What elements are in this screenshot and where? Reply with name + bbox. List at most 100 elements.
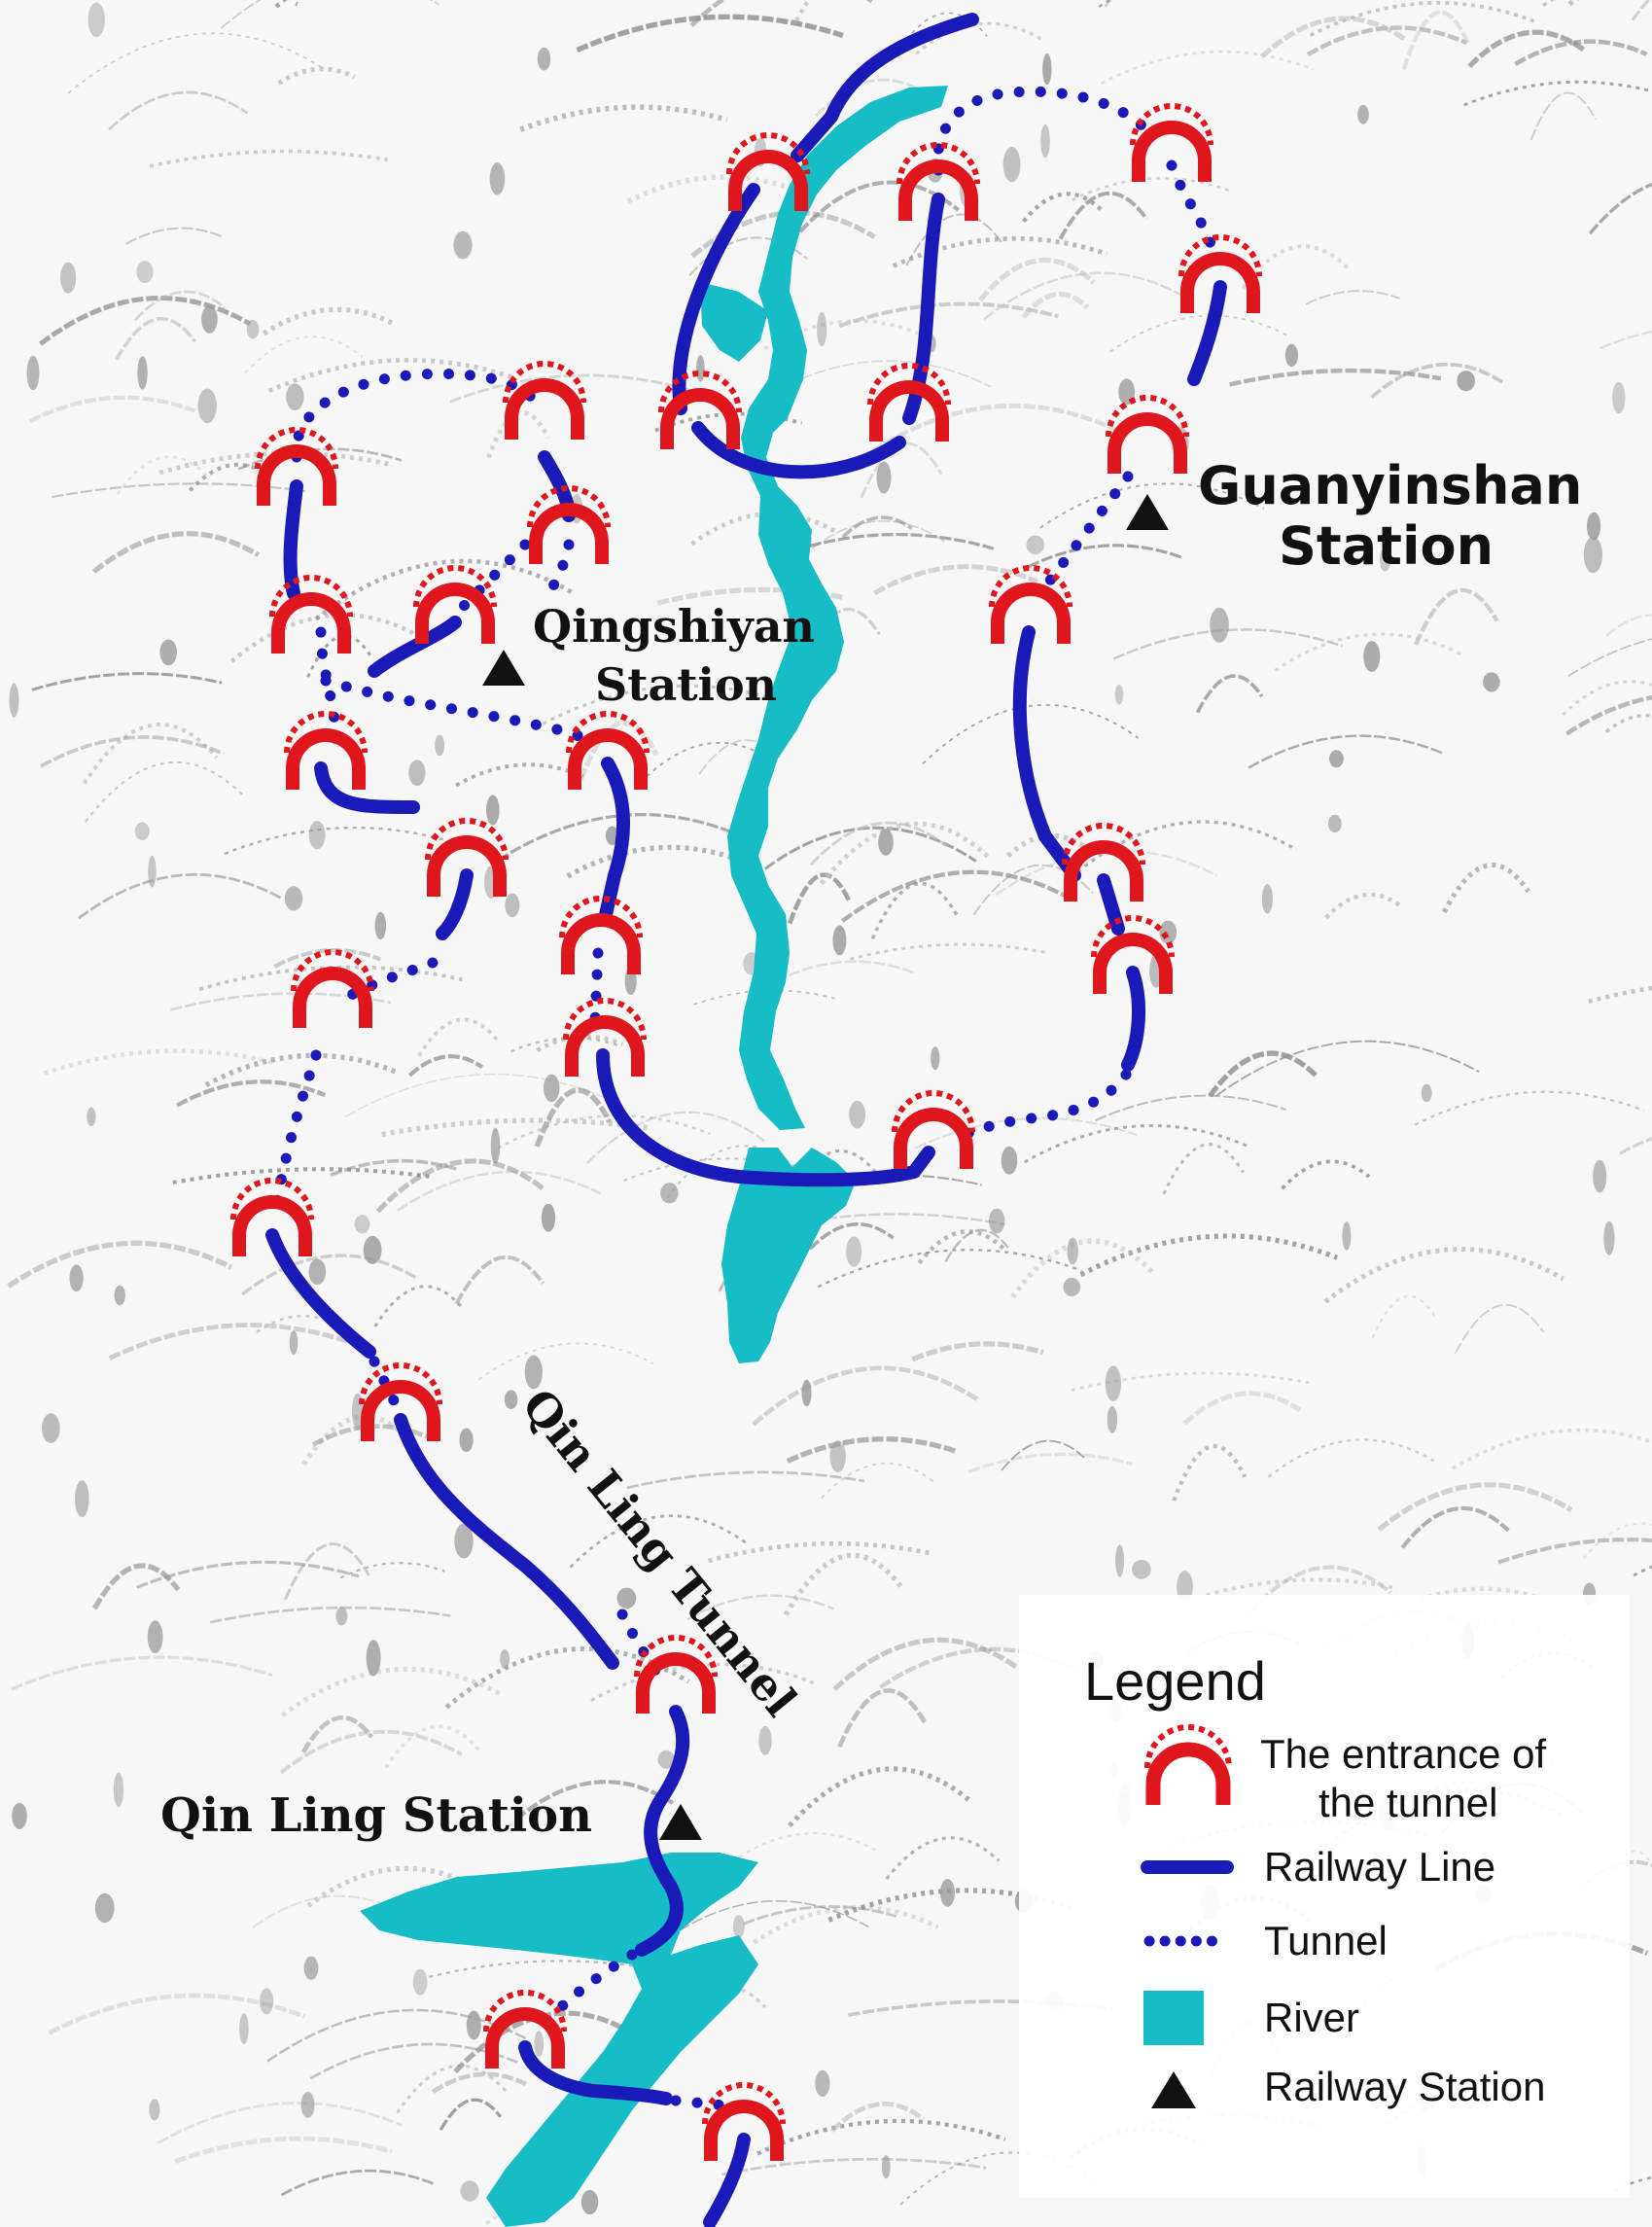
guanyinshan-label-line2: Station bbox=[1279, 515, 1494, 577]
tree-mark bbox=[541, 1203, 556, 1232]
tree-mark bbox=[114, 1285, 125, 1306]
tunnel-entrance-icon bbox=[1064, 840, 1143, 901]
terrain-ridge bbox=[756, 2118, 1006, 2156]
tunnel-entrance-icon bbox=[286, 728, 366, 790]
terrain-ridge bbox=[256, 1314, 338, 1333]
tree-mark bbox=[878, 829, 894, 856]
tree-mark bbox=[931, 1046, 940, 1071]
terrain-ridge bbox=[1109, 314, 1289, 353]
terrain-ridge bbox=[905, 213, 1003, 266]
terrain-ridge bbox=[85, 760, 245, 823]
terrain-ridge bbox=[237, 447, 403, 471]
terrain-ridge bbox=[1274, 632, 1462, 672]
tree-mark bbox=[832, 925, 847, 956]
terrain-ridge bbox=[1467, 29, 1588, 69]
tree-mark bbox=[308, 821, 326, 850]
terrain-ridge bbox=[752, 1365, 979, 1427]
terrain-ridge bbox=[1305, 290, 1400, 305]
tree-mark bbox=[1159, 920, 1177, 944]
terrain-ridge bbox=[983, 271, 1189, 321]
terrain-ridge bbox=[977, 257, 1096, 302]
tree-mark bbox=[1612, 381, 1626, 414]
terrain-ridge bbox=[1377, 1482, 1573, 1532]
tree-mark bbox=[137, 356, 148, 390]
tunnel-entrance-icon bbox=[1132, 121, 1212, 182]
terrain-ridge bbox=[1023, 1123, 1249, 1164]
terrain-ridge bbox=[300, 1714, 374, 1754]
terrain-ridge bbox=[116, 455, 210, 495]
tree-mark bbox=[1042, 53, 1052, 86]
tunnel-bottom bbox=[670, 2095, 730, 2111]
terrain-ridge bbox=[174, 2136, 393, 2165]
terrain-ridge bbox=[497, 1114, 711, 1149]
tree-mark bbox=[159, 639, 177, 666]
tree-mark bbox=[1603, 1220, 1615, 1255]
railway-segment-qingshiyan-b bbox=[368, 616, 462, 678]
terrain-ridge bbox=[1605, 614, 1652, 637]
railway-segment-big-loop bbox=[596, 1048, 935, 1187]
tree-mark bbox=[846, 1236, 862, 1267]
terrain-ridge bbox=[1072, 176, 1230, 201]
tunnel-entrance-icon bbox=[568, 728, 648, 790]
tree-mark bbox=[732, 1915, 745, 1938]
terrain-ridge bbox=[396, 2064, 509, 2114]
tree-mark bbox=[239, 2013, 249, 2045]
terrain-ridge bbox=[1206, 1577, 1398, 1598]
terrain-ridge bbox=[136, 1560, 360, 1589]
railway-segment-mid-left bbox=[314, 761, 420, 814]
tree-mark bbox=[1067, 1237, 1078, 1265]
tunnel-entrance-icon bbox=[485, 2007, 565, 2068]
terrain-ridge bbox=[220, 0, 439, 29]
tree-mark bbox=[490, 1127, 501, 1164]
legend-item-railway-line: Railway Line bbox=[1141, 1844, 1495, 1890]
terrain-ridge bbox=[454, 1255, 545, 1305]
terrain-ridge bbox=[817, 1249, 1082, 1289]
terrain-ridge bbox=[809, 821, 948, 866]
tunnel-entrance-icon bbox=[361, 1380, 440, 1441]
tunnel-entrance-icon-lip bbox=[1144, 1724, 1232, 1769]
railway-segment-right-long bbox=[1012, 625, 1081, 882]
tree-mark bbox=[988, 1208, 1005, 1234]
terrain-ridge bbox=[133, 290, 227, 322]
tree-mark bbox=[1026, 535, 1045, 555]
terrain-ridge bbox=[277, 66, 356, 86]
qin-ling-station-icon bbox=[659, 1804, 702, 1840]
tree-mark bbox=[1457, 371, 1475, 392]
tree-mark bbox=[286, 383, 304, 410]
terrain-ridge bbox=[1567, 638, 1652, 677]
terrain-ridge bbox=[1370, 362, 1505, 399]
terrain-ridge bbox=[1195, 674, 1264, 714]
terrain-ridge bbox=[40, 735, 225, 768]
legend-title: Legend bbox=[1084, 1650, 1266, 1712]
tunnel-entrance-icon bbox=[293, 967, 372, 1028]
tree-mark bbox=[308, 1258, 327, 1286]
terrain-ridge bbox=[576, 14, 844, 53]
terrain-ridge bbox=[1562, 680, 1652, 717]
terrain-ridge bbox=[841, 515, 913, 539]
tree-mark bbox=[460, 2180, 479, 2202]
terrain-ridge bbox=[92, 1563, 181, 1610]
terrain-ridge bbox=[514, 1780, 675, 1821]
tree-mark bbox=[815, 2069, 830, 2097]
qin-ling-station-label: Qin Ling Station bbox=[160, 1788, 592, 1843]
terrain-ridge bbox=[1162, 1143, 1246, 1195]
tree-mark bbox=[435, 734, 444, 757]
tunnel-entrance-icon bbox=[894, 1108, 973, 1169]
river-icon bbox=[1143, 1991, 1204, 2045]
terrain-ridge bbox=[188, 462, 275, 492]
guanyinshan-station-icon bbox=[1126, 494, 1169, 530]
tree-mark bbox=[881, 2155, 891, 2179]
tunnel-entrance-icon bbox=[271, 592, 351, 654]
terrain-ridge bbox=[832, 1637, 1019, 1691]
terrain-ridge bbox=[7, 1240, 233, 1289]
terrain-ridge bbox=[808, 1222, 895, 1251]
terrain-ridge bbox=[821, 1462, 936, 1499]
tree-mark bbox=[60, 262, 77, 294]
terrain-ridge bbox=[915, 1116, 1138, 1149]
tree-mark bbox=[1002, 147, 1021, 183]
terrain-ridge bbox=[280, 2169, 437, 2197]
tree-mark bbox=[829, 1440, 846, 1472]
tree-mark bbox=[1327, 814, 1342, 833]
tree-mark bbox=[149, 2099, 160, 2121]
tree-mark bbox=[87, 1107, 96, 1127]
